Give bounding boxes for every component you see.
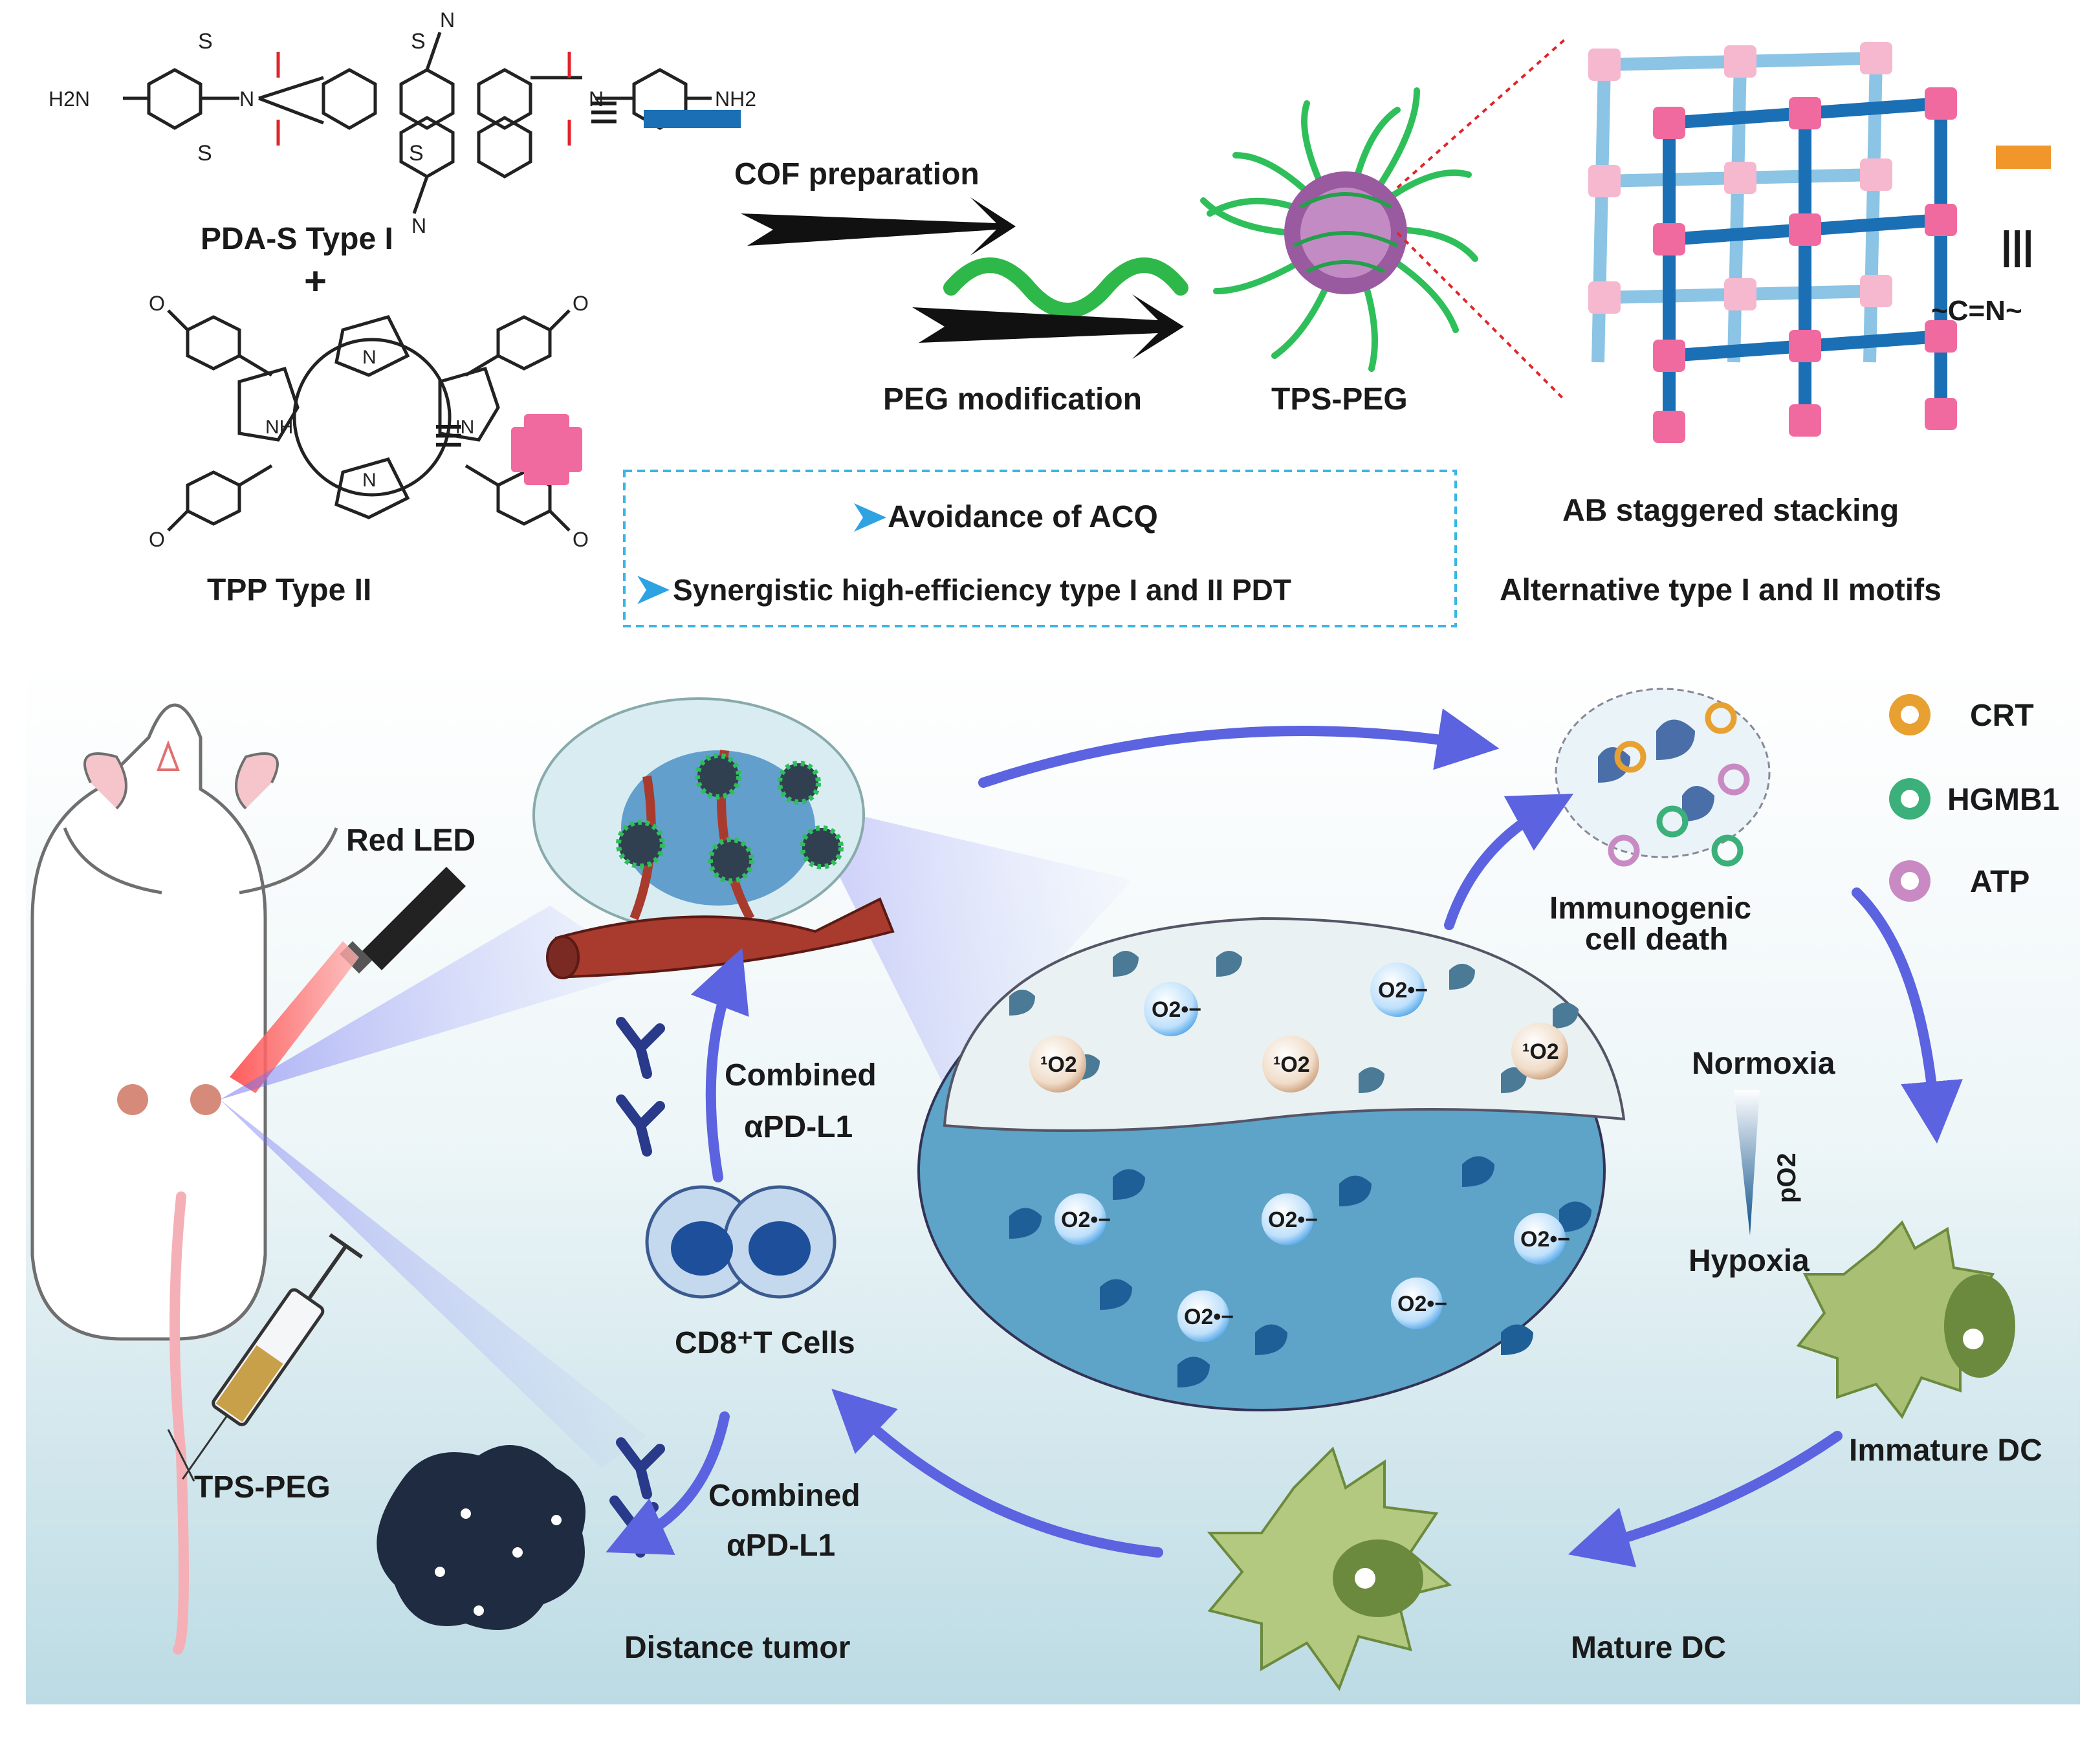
tps-peg-injection-label: TPS-PEG [194,1470,331,1505]
chem-nh2-left: H2N [49,87,90,111]
po2-gradient-bar [1734,1090,1760,1235]
tpp-molecule: O O O O NH HN N N [149,292,589,551]
pda-s-label: PDA-S Type I [201,222,393,256]
superoxide-label-5: O2•− [1520,1227,1570,1252]
hypoxia-label: Hypoxia [1689,1244,1810,1278]
distant-tumor [377,1445,585,1630]
tps-peg-nanoparticle [1200,87,1478,372]
superoxide-label-3: O2•− [1061,1208,1111,1232]
imine-equiv-sign: ||| [2001,224,2033,268]
chem-aldehyde-2: O [573,292,589,315]
chem-aldehyde-1: O [149,292,165,315]
legend-atp: ATP [1970,865,2029,899]
chem-n-left: N [239,87,254,111]
feature-avoidance-acq: Avoidance of ACQ [888,500,1158,534]
chem-sulfur-4: S [409,141,424,166]
red-led-label: Red LED [346,823,476,858]
cof-lattice [1588,42,1957,443]
imine-bond-label: ~C=N~ [1931,295,2022,327]
feature-arrow-icon-2 [637,576,670,604]
po2-label: pO2 [1773,1153,1801,1203]
alternative-motifs-label: Alternative type I and II motifs [1500,573,1941,607]
singlet-oxygen-label-1: ¹O2 [1040,1052,1077,1077]
chem-sulfur-2: S [197,141,212,166]
icd-label-line1: Immunogenic [1549,891,1751,926]
superoxide-label-6: O2•− [1184,1305,1234,1329]
chem-n-dimethyl-top: N [440,8,455,32]
chem-nh2-right: NH2 [715,87,756,111]
superoxide-label-2: O2•− [1378,978,1428,1003]
singlet-oxygen-label-3: ¹O2 [1522,1039,1559,1064]
tumor-cell-mass [917,917,1626,1411]
equiv-sign-tpp: ≡ [433,406,464,464]
pda-blue-symbol [644,110,741,128]
blood-vessel [554,897,895,979]
normoxia-label: Normoxia [1692,1047,1835,1081]
chem-n-porphyrin-bottom: N [362,470,377,491]
cd8-cells-label: CD8⁺T Cells [675,1326,855,1360]
plus-sign: + [304,259,327,303]
peg-squiggle [943,257,1188,318]
combined-upper-line1: Combined [725,1058,877,1093]
chem-aldehyde-3: O [149,528,165,551]
mature-dc-cell [1207,1446,1452,1691]
superoxide-label-4: O2•− [1268,1208,1318,1232]
combined-upper-line2: αPD-L1 [744,1110,853,1144]
chem-hn: HN [446,417,474,438]
illumination-cone-zoom [802,802,1132,1087]
chem-sulfur-1: S [198,29,213,54]
icd-cell-cluster [1555,688,1771,867]
ab-stacking-label: AB staggered stacking [1562,494,1899,528]
singlet-oxygen-label-2: ¹O2 [1273,1052,1310,1077]
mouse-illustration [30,703,338,1655]
distance-tumor-label: Distance tumor [624,1631,850,1665]
syringe-icon [182,1233,364,1480]
zoom-lines [1396,38,1567,402]
superoxide-label-1: O2•− [1152,997,1201,1022]
immature-dc-label: Immature DC [1849,1433,2042,1468]
chem-sulfur-3: S [411,29,426,54]
features-box [623,470,1457,627]
chem-n-porphyrin-top: N [362,347,377,368]
tpp-label: TPP Type II [207,573,371,607]
process-arrows [606,708,1963,1567]
combined-lower-line1: Combined [708,1479,860,1513]
chem-n-right: N [589,87,604,111]
feature-synergistic-pdt: Synergistic high-efficiency type I and I… [673,573,1291,607]
superoxide-label-7: O2•− [1397,1292,1447,1316]
illumination-cone-distant [220,1100,647,1468]
ros-singlet-bubbles [1029,1023,1568,1093]
tps-peg-label: TPS-PEG [1271,382,1408,417]
tpp-pink-cross [511,414,582,485]
equiv-sign-pda: ≡ [589,83,619,140]
immature-dc-cell [1796,1220,2015,1419]
mature-dc-label: Mature DC [1571,1631,1726,1665]
legend-crt: CRT [1970,699,2034,733]
combined-lower-line2: αPD-L1 [727,1528,835,1563]
chem-aldehyde-4: O [573,528,589,551]
peg-modification-label: PEG modification [883,382,1142,417]
peg-arrow [912,294,1184,359]
legend-hgmb1: HGMB1 [1947,783,2059,817]
ros-superoxide-bubbles [1055,962,1566,1342]
cof-arrow [741,197,1016,256]
chem-n-dimethyl-bottom: N [411,214,426,237]
damp-legend [1889,694,1930,902]
cof-preparation-label: COF preparation [734,157,979,191]
imine-orange-symbol [1996,146,2051,169]
icd-label-line2: cell death [1585,922,1728,957]
cd8-t-cells [645,1185,837,1299]
laser-beam [230,941,359,1093]
feature-arrow-icon-1 [854,503,886,532]
pda-s-molecule: S S S S H2N NH2 N N N N [49,8,756,237]
chem-nh: NH [265,417,293,438]
primary-tumor [532,697,865,933]
illumination-cone-tumor [220,906,647,1100]
